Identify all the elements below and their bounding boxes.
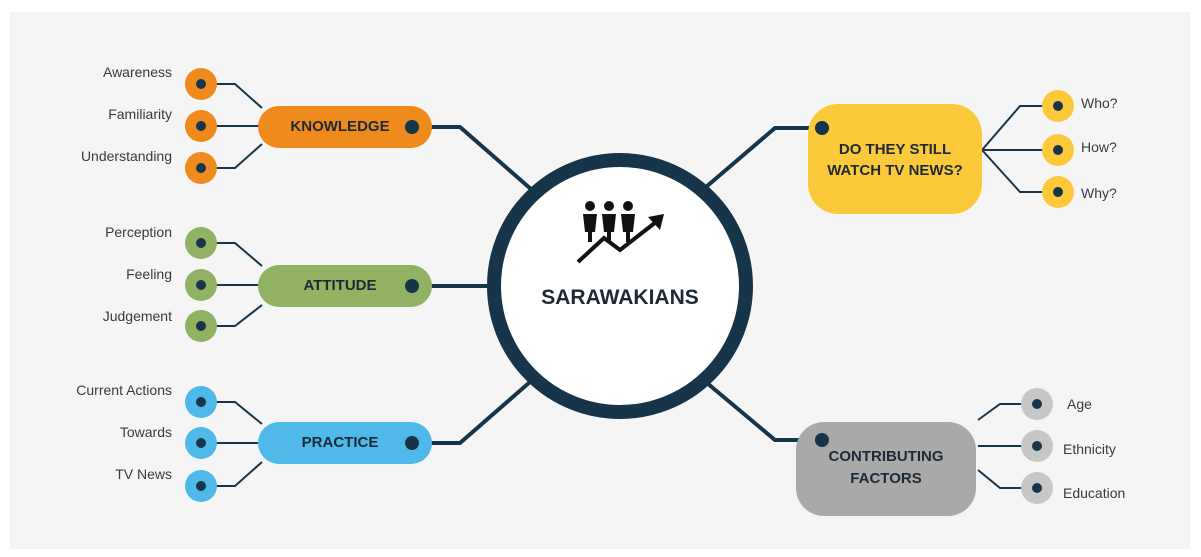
leaf-dot bbox=[196, 321, 206, 331]
leaf-label-understanding: Understanding bbox=[80, 148, 172, 164]
practice-node-dot bbox=[405, 436, 419, 450]
factors-branch bbox=[796, 388, 1053, 516]
leaf-label-feeling: Feeling bbox=[126, 266, 172, 282]
leaf-dot bbox=[196, 79, 206, 89]
factors-label-line1: CONTRIBUTING bbox=[828, 448, 944, 465]
leaf-label-perception: Perception bbox=[105, 224, 172, 240]
practice-label: PRACTICE bbox=[301, 434, 379, 451]
leaf-dot bbox=[1032, 483, 1042, 493]
leaf-dot bbox=[196, 438, 206, 448]
leaf-label-ethnicity: Ethnicity bbox=[1063, 441, 1116, 457]
center-circle bbox=[487, 153, 753, 419]
factors-label-line2: FACTORS bbox=[850, 470, 922, 487]
leaf-dot bbox=[196, 280, 206, 290]
practice-branch bbox=[185, 386, 432, 502]
tv-news-node[interactable] bbox=[808, 104, 982, 214]
leaf-label-tv-news: TV News bbox=[115, 466, 172, 482]
factors-node-dot bbox=[815, 433, 829, 447]
practice-node[interactable] bbox=[258, 422, 432, 464]
connector-knowledge bbox=[412, 125, 534, 192]
tv-news-branch bbox=[808, 90, 1074, 214]
leaf-label-towards: Towards bbox=[119, 424, 172, 440]
attitude-node[interactable] bbox=[258, 265, 432, 307]
leaf-label-how: How? bbox=[1081, 139, 1117, 155]
knowledge-node[interactable] bbox=[258, 106, 432, 148]
leaf-dot bbox=[1032, 399, 1042, 409]
knowledge-branch bbox=[185, 68, 432, 184]
leaf-dot bbox=[1053, 145, 1063, 155]
leaf-dot bbox=[1032, 441, 1042, 451]
tv-news-label-line2: WATCH TV NEWS? bbox=[827, 162, 963, 179]
knowledge-node-dot bbox=[405, 120, 419, 134]
leaf-label-judgement: Judgement bbox=[102, 308, 172, 324]
leaf-label-familiarity: Familiarity bbox=[108, 106, 172, 122]
attitude-branch bbox=[185, 227, 432, 342]
leaf-dot bbox=[1053, 101, 1063, 111]
leaf-label-awareness: Awareness bbox=[102, 64, 172, 80]
factors-node[interactable] bbox=[796, 422, 976, 516]
attitude-node-dot bbox=[405, 279, 419, 293]
tv-news-label-line1: DO THEY STILL bbox=[838, 141, 952, 158]
leaf-label-education: Education bbox=[1063, 485, 1126, 501]
leaf-dot bbox=[196, 397, 206, 407]
leaf-label-who: Who? bbox=[1081, 95, 1118, 111]
attitude-label: ATTITUDE bbox=[303, 277, 377, 294]
center-label: SARAWAKIANS bbox=[541, 286, 699, 309]
leaf-dot bbox=[196, 481, 206, 491]
leaf-dot bbox=[196, 121, 206, 131]
leaf-dot bbox=[196, 238, 206, 248]
people-growth-icon bbox=[576, 201, 664, 264]
leaf-label-current-actions: Current Actions bbox=[76, 382, 172, 398]
connector-tv-news bbox=[704, 126, 822, 189]
leaf-dot bbox=[196, 163, 206, 173]
leaf-label-why: Why? bbox=[1081, 185, 1117, 201]
leaf-dot bbox=[1053, 187, 1063, 197]
tv-news-node-dot bbox=[815, 121, 829, 135]
knowledge-label: KNOWLEDGE bbox=[290, 118, 390, 135]
leaf-label-age: Age bbox=[1067, 396, 1092, 412]
